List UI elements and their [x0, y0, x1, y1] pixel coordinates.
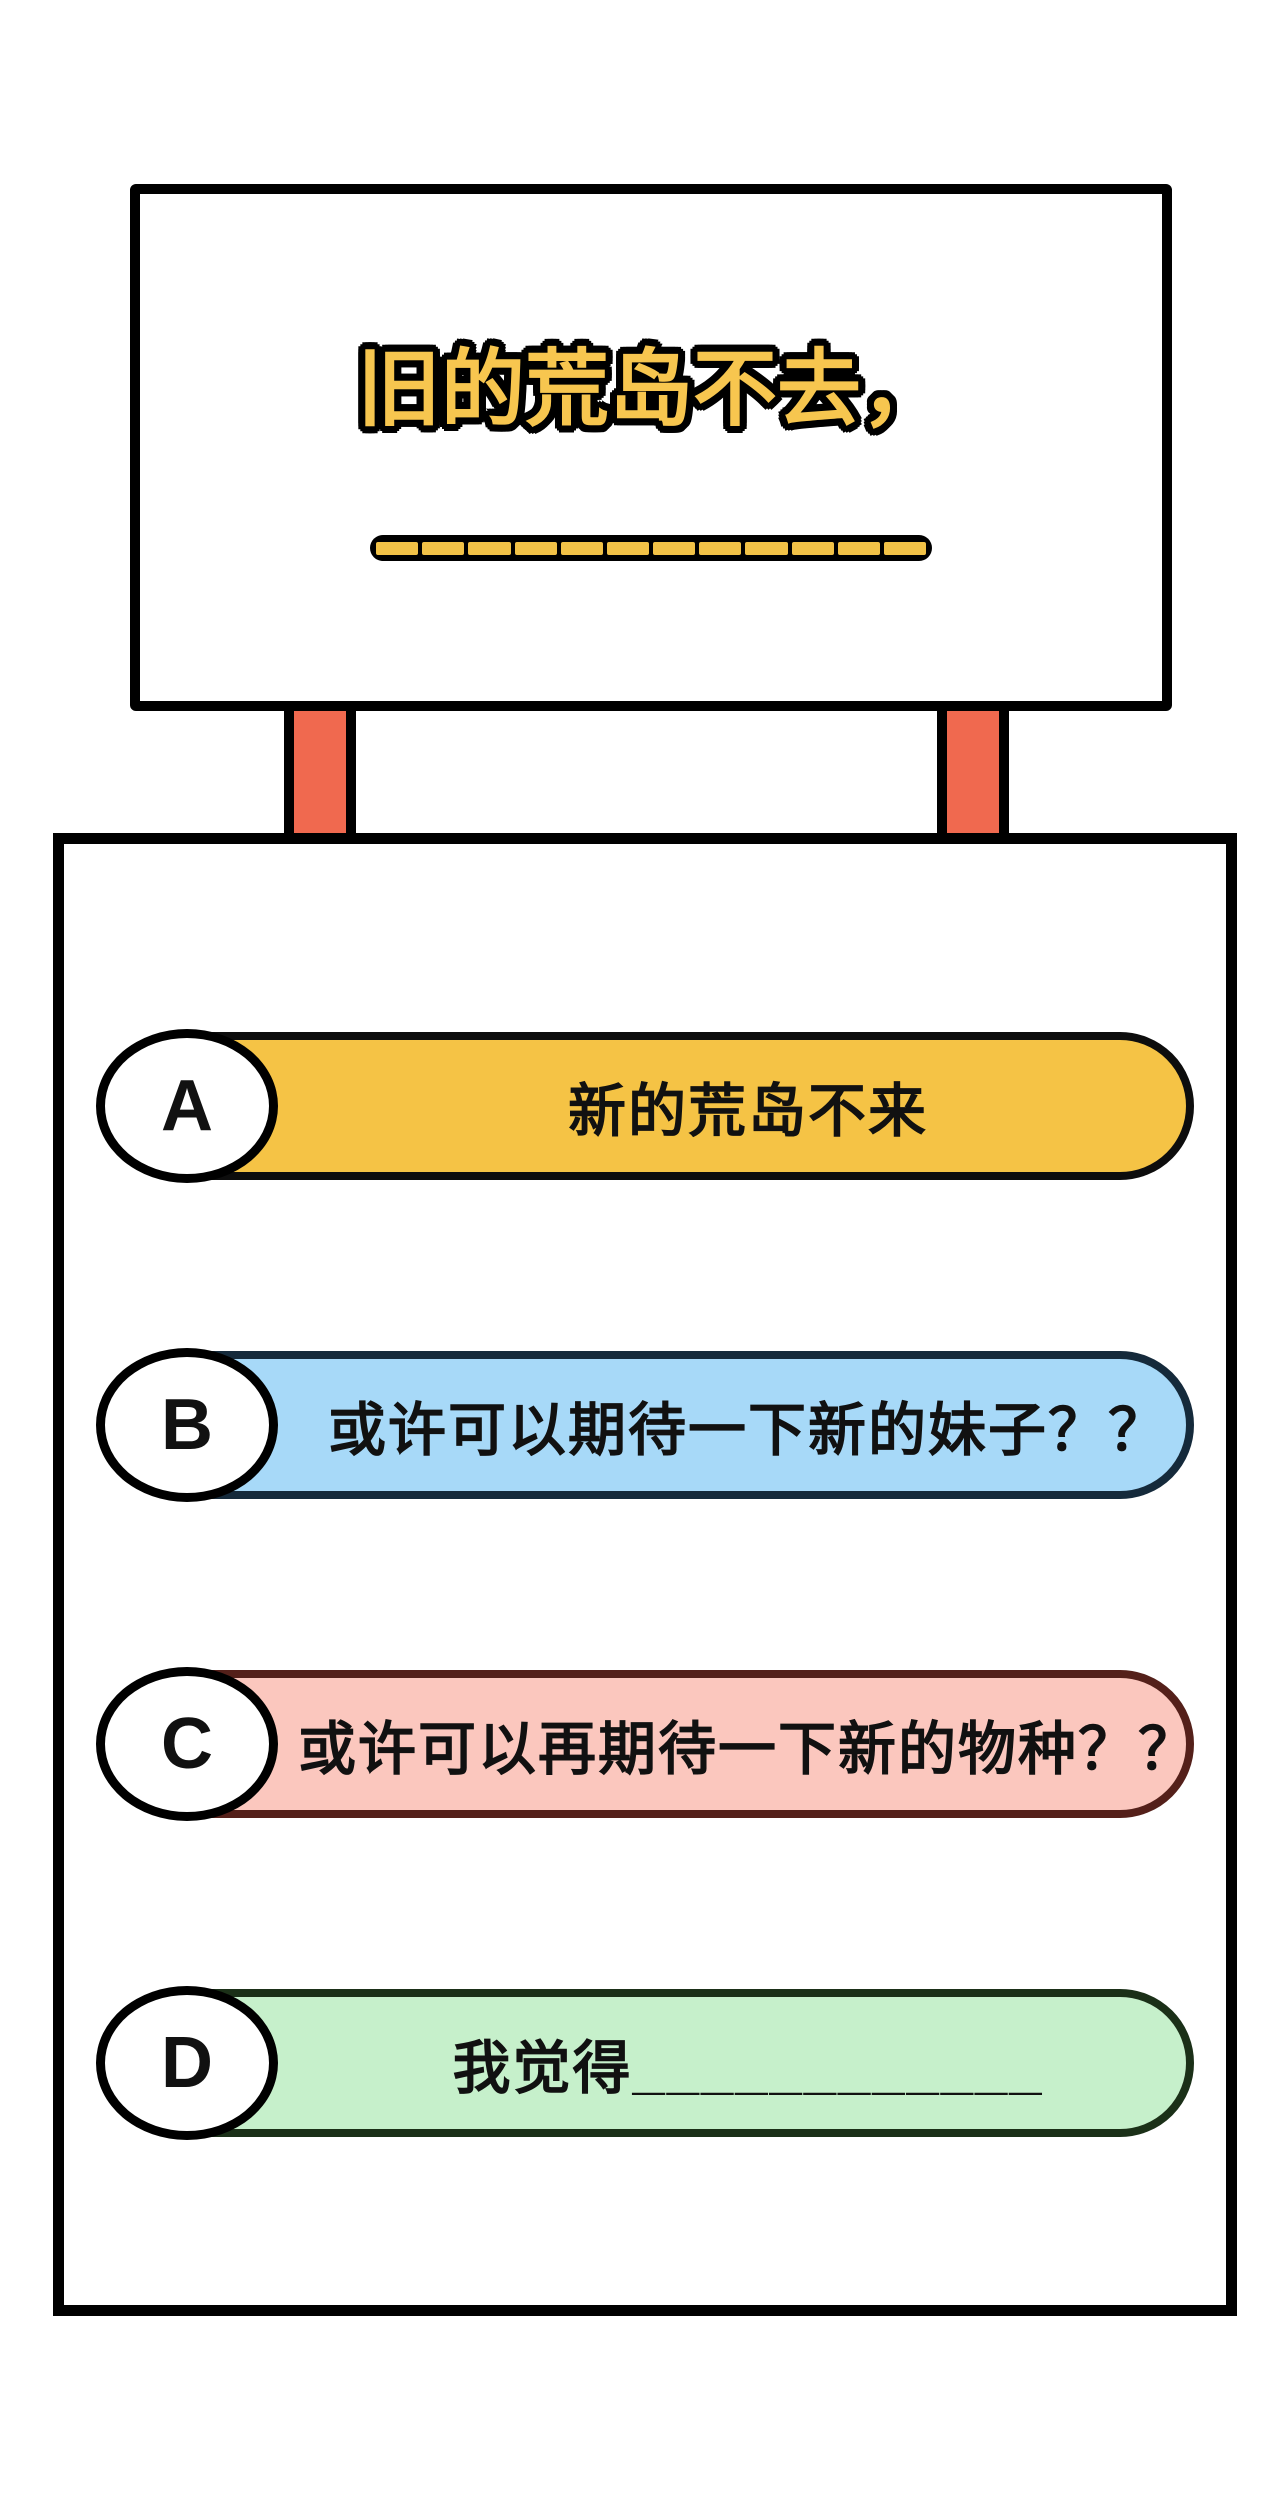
title-blank-segment — [560, 541, 603, 555]
title-blank-segment — [422, 541, 465, 555]
option-b-letter: B — [161, 1385, 213, 1465]
option-c-badge: C — [96, 1667, 278, 1821]
title-blank-segment — [745, 541, 788, 555]
title-blank-segment — [699, 541, 742, 555]
option-c-text: 或许可以再期待一下新的物种？？ — [298, 1717, 1199, 1782]
option-d-letter: D — [161, 2023, 213, 2103]
title-blank — [370, 535, 932, 561]
option-c-letter: C — [161, 1704, 213, 1784]
option-d-text: 我觉得____________ — [452, 2036, 1044, 2101]
option-a-letter: A — [161, 1066, 213, 1146]
option-a-pill[interactable]: A 新的荒岛不来 — [96, 1029, 1194, 1183]
option-d-pill[interactable]: D 我觉得____________ — [96, 1986, 1194, 2140]
title-blank-segment — [883, 541, 927, 555]
sign-board: 旧的荒岛不去， — [130, 184, 1172, 711]
title-blank-segment — [791, 541, 834, 555]
option-b-badge: B — [96, 1348, 278, 1502]
sign-post-left — [284, 705, 356, 838]
title-blank-segment — [837, 541, 880, 555]
options-panel: A 新的荒岛不来 B 或许可以期待一下新的妹子？？ C 或许可以再期待一下新的物… — [53, 833, 1237, 2316]
title-blank-segment — [653, 541, 696, 555]
sign-post-right — [937, 705, 1009, 838]
option-c-pill[interactable]: C 或许可以再期待一下新的物种？？ — [96, 1667, 1196, 1821]
option-d-badge: D — [96, 1986, 278, 2140]
option-a-badge: A — [96, 1029, 278, 1183]
title-blank-segment — [376, 541, 419, 555]
title-blank-segment — [468, 541, 511, 555]
title-blank-segment — [514, 541, 557, 555]
sign-title: 旧的荒岛不去， — [356, 342, 945, 436]
title-blank-segment — [606, 541, 650, 555]
option-b-pill[interactable]: B 或许可以期待一下新的妹子？？ — [96, 1348, 1194, 1502]
option-b-text: 或许可以期待一下新的妹子？？ — [327, 1398, 1168, 1463]
option-a-text: 新的荒岛不来 — [567, 1079, 928, 1144]
